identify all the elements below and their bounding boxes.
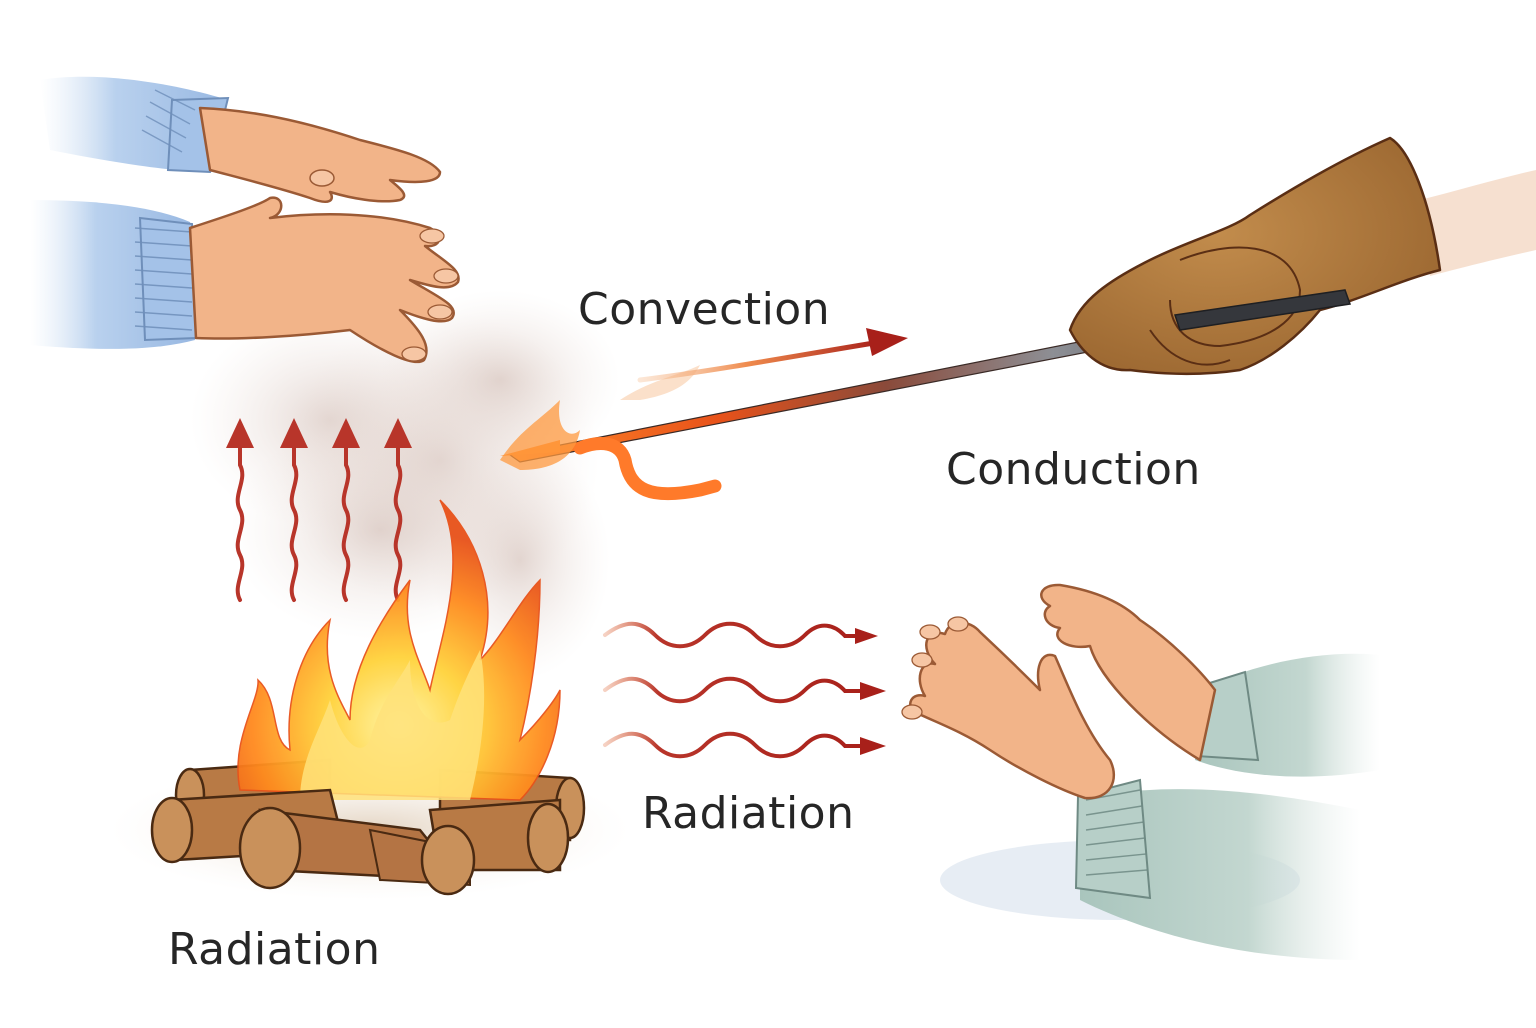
- campfire-icon: [110, 499, 630, 900]
- flames: [237, 499, 561, 801]
- hands-above-fire: [30, 76, 460, 364]
- hands-beside-fire: [901, 583, 1380, 960]
- convection-arrow-icon: [637, 328, 908, 383]
- wavy-arrow-up-icon: [332, 418, 360, 602]
- wavy-arrow-right-icon: [603, 676, 886, 704]
- rising-heat-arrows: [226, 418, 412, 602]
- label-radiation-middle: Radiation: [642, 788, 855, 839]
- label-convection: Convection: [578, 284, 831, 335]
- wavy-arrow-up-icon: [226, 418, 254, 602]
- label-conduction: Conduction: [946, 444, 1201, 495]
- gloved-hand: [1068, 136, 1536, 376]
- wavy-arrow-right-icon: [603, 621, 878, 649]
- log: [238, 806, 476, 896]
- wavy-arrow-up-icon: [280, 418, 308, 602]
- wavy-arrow-up-icon: [384, 418, 412, 602]
- label-radiation-bottom: Radiation: [168, 924, 381, 975]
- wavy-arrow-right-icon: [603, 731, 886, 759]
- radiation-waves: [603, 621, 886, 759]
